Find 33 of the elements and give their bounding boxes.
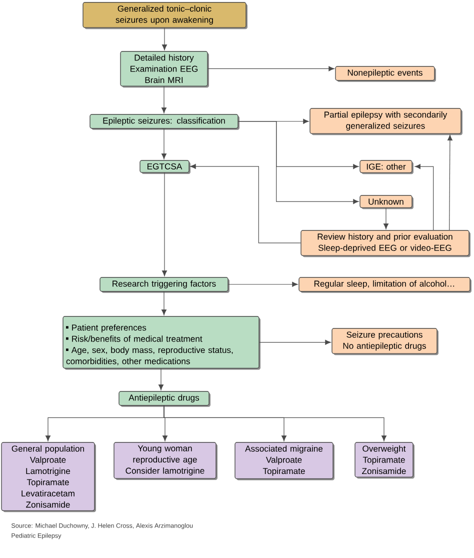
arrow [228, 282, 298, 287]
process-box: Regular sleep, limitation of alcohol… [298, 277, 472, 293]
arrow [162, 128, 166, 160]
process-box: Overweight Topiramate Zonisamide [354, 442, 414, 479]
arrow [414, 164, 434, 230]
arrow [162, 86, 166, 114]
process-box: Research triggering factors [100, 277, 230, 293]
process-box: Seizure precautions No antiepileptic drugs [332, 328, 438, 356]
process-box: Review history and prior evaluation Sleep-deprived EEG or video-EEG [300, 230, 470, 258]
arrow [190, 164, 301, 244]
process-box: General population Valproate Lamotrigine Topiramate Levatiracetam Zonisamide [1, 442, 96, 512]
arrow [208, 66, 334, 72]
process-box: Associated migraine Valproate Topiramate [234, 442, 334, 480]
process-box: Patient preferences Risk/benefits of medical treatment Age, sex, body mass, reproductive status, comorbidities, other medications [62, 316, 260, 370]
process-box: EGTCSA [140, 160, 190, 174]
process-box: Nonepileptic events [335, 66, 436, 82]
arrow [238, 121, 359, 204]
process-box: Unknown [360, 195, 414, 210]
process-box: Epileptic seizures: classification [90, 114, 240, 130]
arrow [158, 368, 164, 390]
arrow [164, 405, 386, 442]
arrow [162, 172, 167, 276]
arrow [162, 291, 166, 316]
process-box: Detailed history Examination EEG Brain MRI [120, 51, 209, 88]
arrow [259, 340, 331, 345]
process-box: IGE: other [360, 160, 414, 174]
process-box: Young woman reproductive age Consider lamotrigine [114, 442, 218, 480]
arrow [162, 28, 167, 50]
arrow [447, 134, 452, 230]
process-box: Partial epilepsy with secondarily generalized seizures [310, 108, 462, 136]
process-box: Generalized tonic–clonic seizures upon awakening [82, 2, 248, 30]
process-box: Antiepileptic drugs [118, 391, 210, 407]
arrow [384, 208, 388, 230]
